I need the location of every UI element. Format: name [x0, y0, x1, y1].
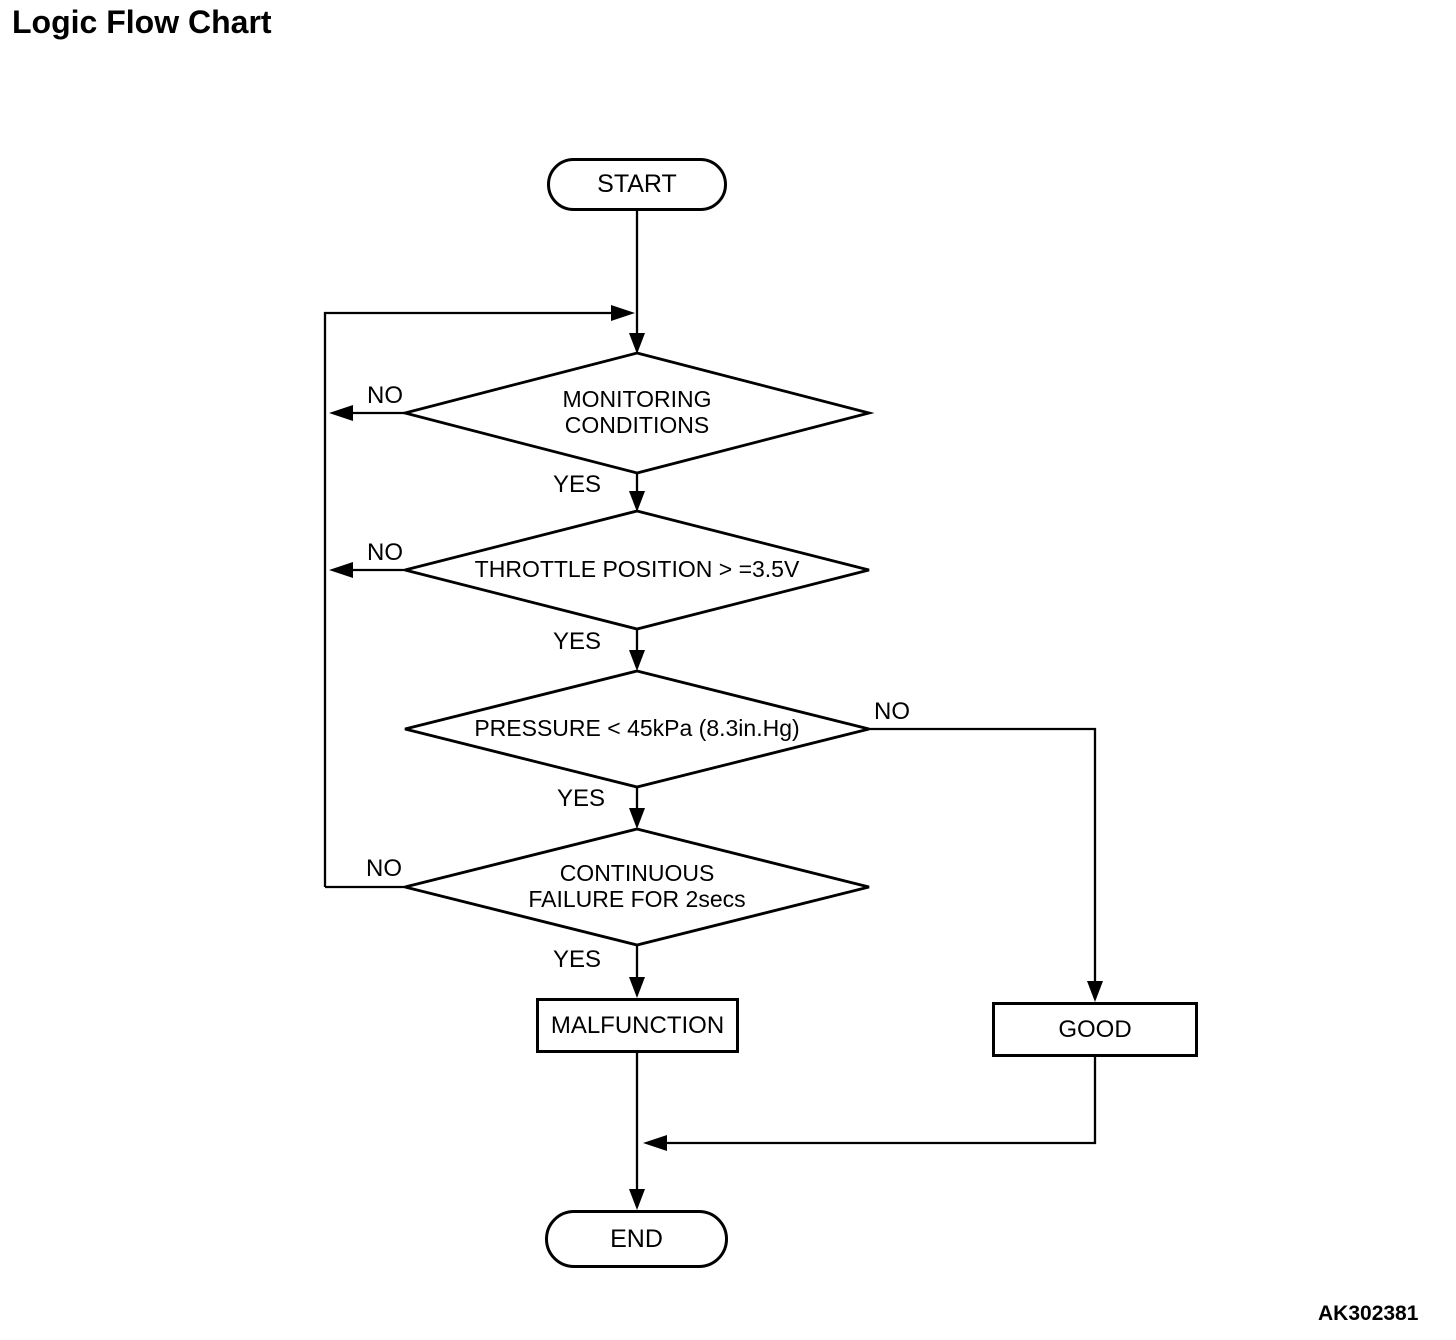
decision-continuous-failure [404, 827, 870, 947]
arrowhead-down-continuous [629, 808, 645, 829]
page-title: Logic Flow Chart [12, 4, 272, 40]
decision-monitoring-conditions [399, 351, 875, 475]
edge-start-down [629, 211, 645, 354]
edge-throttle-yes [629, 629, 645, 671]
node-good: GOOD [992, 1002, 1198, 1057]
decision-throttle-position [404, 509, 870, 631]
arrowhead-left-merge [643, 1135, 667, 1151]
label-monitoring-no: NO [367, 382, 403, 409]
edge-loop-return [323, 305, 635, 887]
label-pressure-yes: YES [557, 785, 606, 812]
label-monitoring-yes: YES [553, 471, 602, 498]
edge-pressure-yes [629, 787, 645, 829]
node-good-label: GOOD [1058, 1015, 1132, 1043]
node-start-label: START [597, 170, 677, 198]
arrowhead-left-monitoring-no [329, 405, 353, 421]
label-pressure-no: NO [874, 698, 910, 725]
node-end-label: END [610, 1224, 663, 1253]
arrowhead-down-good [1087, 981, 1103, 1002]
node-start: START [547, 158, 727, 211]
arrowhead-left-throttle-no [329, 562, 353, 578]
label-throttle-no: NO [367, 539, 403, 566]
arrowhead-down-monitoring [629, 333, 645, 354]
edge-pressure-no [869, 727, 1103, 1002]
edge-throttle-no [329, 562, 405, 578]
edge-good-to-merge [643, 1057, 1097, 1151]
node-malfunction: MALFUNCTION [536, 998, 739, 1053]
arrowhead-down-malfunction [629, 977, 645, 998]
arrowhead-down-throttle [629, 491, 645, 512]
arrowhead-right-mainline [611, 305, 635, 321]
edge-continuous-yes [629, 945, 645, 998]
label-throttle-yes: YES [553, 628, 602, 655]
label-continuous-no: NO [366, 855, 402, 882]
label-continuous-yes: YES [553, 946, 602, 973]
edge-monitoring-no [329, 405, 405, 421]
edge-malfunction-to-end [629, 1053, 645, 1210]
document-code: AK302381 [1318, 1302, 1419, 1325]
node-end: END [545, 1210, 728, 1268]
node-malfunction-label: MALFUNCTION [550, 1011, 725, 1039]
edge-monitoring-yes [629, 473, 645, 512]
arrowhead-down-pressure [629, 650, 645, 671]
arrowhead-down-end [629, 1189, 645, 1210]
decision-pressure [404, 669, 870, 789]
